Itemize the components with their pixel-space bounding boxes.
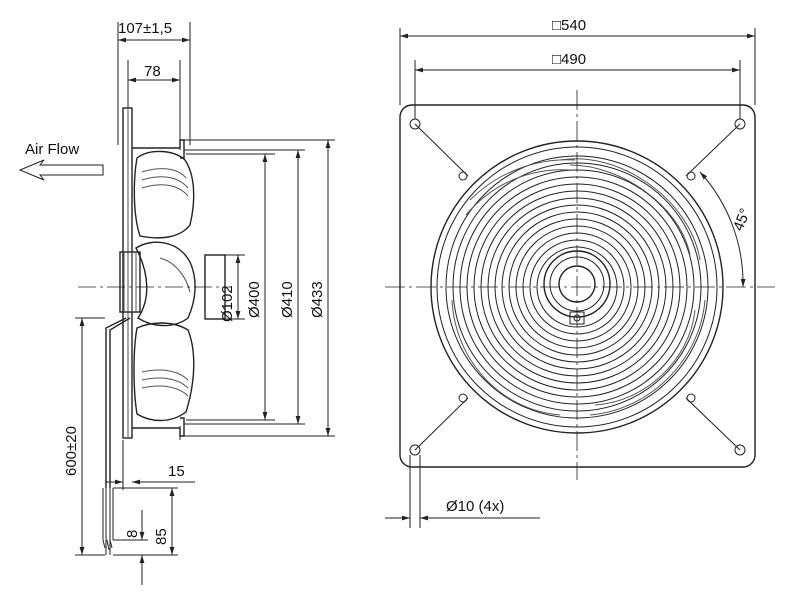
- side-view: Air Flow 107±1,5 78 Ø102 Ø400 Ø410 Ø433: [18, 20, 335, 585]
- dim-ring-diameter: Ø410: [279, 281, 296, 318]
- air-flow-label: Air Flow: [25, 141, 79, 158]
- mounting-plate: [399, 104, 756, 468]
- motor-side: [119, 251, 141, 313]
- dim-hub-diameter: Ø102: [219, 285, 236, 322]
- dim-overall-depth: 107±1,5: [118, 20, 172, 37]
- dim-angle: 45°: [730, 206, 754, 233]
- dim-hole-spacing: □490: [552, 51, 586, 68]
- upper-blade: [133, 150, 195, 239]
- impeller-blades: [451, 158, 706, 416]
- air-flow-arrow: [18, 159, 104, 181]
- mounting-hole-bl: [409, 444, 421, 456]
- dim-outer-diameter: Ø433: [309, 281, 326, 318]
- dim-wire-length: 85: [153, 528, 170, 545]
- dim-housing-depth: 78: [144, 63, 161, 80]
- dim-impeller-diameter: Ø400: [246, 281, 263, 318]
- dim-cable-length: 600±20: [63, 426, 80, 476]
- mounting-hole-br: [734, 444, 746, 456]
- middle-blade: [135, 241, 196, 327]
- front-view: □540 □490 45° Ø10 (4x): [385, 17, 775, 528]
- dim-plate-size: □540: [552, 17, 586, 34]
- cable: [105, 317, 131, 488]
- dim-strip-length: 8: [124, 530, 141, 538]
- dim-cable-offset: 15: [168, 463, 185, 480]
- corner-struts: [414, 123, 741, 451]
- dim-hole-diameter: Ø10 (4x): [446, 498, 504, 515]
- angle-arc: [699, 171, 746, 288]
- lower-blade: [133, 322, 195, 422]
